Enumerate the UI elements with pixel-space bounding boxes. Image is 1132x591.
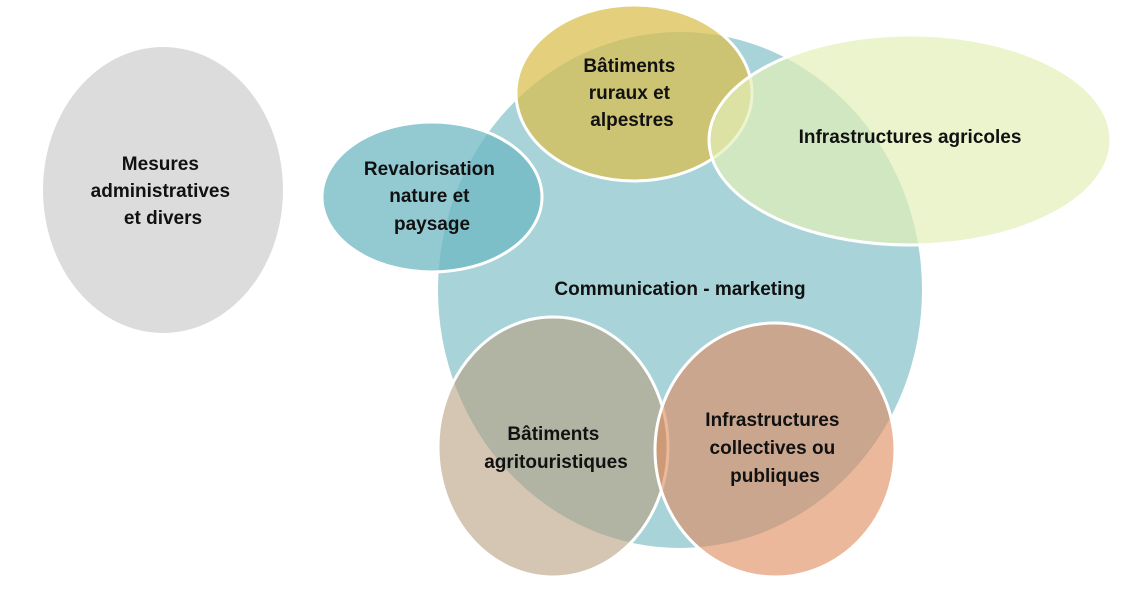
node-nature-shape xyxy=(320,120,544,274)
node-agri-label: Infrastructures agricoles xyxy=(799,127,1022,148)
node-nature-label: Revalorisation nature et paysage xyxy=(364,159,500,235)
node-collect-label: Infrastructures collectives ou publiques xyxy=(705,410,844,487)
node-comm-label: Communication - marketing xyxy=(554,279,805,300)
node-admin-shape xyxy=(43,47,283,333)
node-ruraux-label: Bâtiments ruraux et alpestres xyxy=(583,56,680,131)
node-agri-shape xyxy=(707,33,1113,247)
node-agritour-label: Bâtiments agritouristiques xyxy=(484,424,628,473)
node-collect-shape xyxy=(653,321,897,579)
node-admin-label: Mesures administratives et divers xyxy=(91,154,236,229)
node-agritour-shape xyxy=(436,315,670,579)
